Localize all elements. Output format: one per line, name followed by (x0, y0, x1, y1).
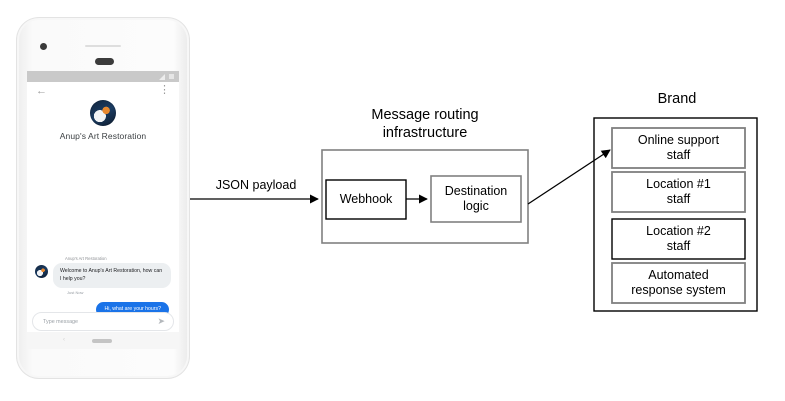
node-destination-logic-box (430, 175, 522, 223)
node-automated-response-label: Automated response system (631, 267, 726, 297)
send-icon[interactable]: ➤ (157, 316, 165, 326)
message-avatar (35, 265, 48, 278)
message-incoming: Anup's Art Restoration Welcome to Anup's… (27, 256, 179, 295)
node-destination-logic-label: Destination logic (444, 183, 508, 213)
front-camera-icon (40, 43, 47, 50)
composer: ➤ (27, 312, 179, 331)
business-name: Anup's Art Restoration (59, 131, 147, 141)
speaker-grille (85, 45, 121, 47)
message-sender-label: Anup's Art Restoration (65, 256, 107, 261)
node-webhook-box (325, 179, 407, 220)
infrastructure-container (321, 149, 529, 244)
nav-home-pill[interactable] (92, 339, 112, 343)
message-input[interactable] (41, 317, 158, 326)
back-arrow-icon[interactable]: ← (36, 85, 47, 97)
brand-title: Brand (657, 91, 697, 107)
node-location-1-staff-box (611, 171, 746, 213)
app-bar: ← ⋮ (27, 82, 179, 98)
brand-container (593, 117, 758, 312)
android-nav-bar: ‹ (27, 332, 179, 349)
node-location-2-staff-box (611, 218, 746, 260)
earpiece-speaker (95, 58, 114, 65)
edge-label-json-payload: JSON payload (215, 178, 297, 192)
overflow-menu-icon[interactable]: ⋮ (159, 84, 170, 96)
message-timestamp: Just Now (67, 289, 84, 295)
message-bubble-incoming: Welcome to Anup's Art Restoration, how c… (53, 263, 171, 288)
message-list: Anup's Art Restoration Welcome to Anup's… (27, 256, 179, 349)
phone-mockup: ← ⋮ Anup's Art Restoration Anup's Art Re… (17, 18, 189, 378)
node-webhook-label: Webhook (339, 191, 393, 206)
signal-icon (159, 74, 165, 80)
node-automated-response-box (611, 262, 746, 304)
battery-icon (169, 74, 174, 79)
infrastructure-title: Message routing infrastructure (371, 107, 479, 142)
phone-screen: ← ⋮ Anup's Art Restoration Anup's Art Re… (27, 71, 179, 349)
node-location-1-staff-label: Location #1 staff (646, 176, 711, 206)
node-location-2-staff-label: Location #2 staff (646, 223, 711, 253)
status-bar (27, 71, 179, 82)
business-avatar (90, 100, 116, 126)
node-online-support-staff-box (611, 127, 746, 169)
nav-back-icon[interactable]: ‹ (63, 337, 65, 343)
edge-infrastructure-to-brand (527, 149, 611, 205)
conversation-header: Anup's Art Restoration (27, 98, 179, 141)
node-online-support-staff-label: Online support staff (637, 132, 720, 162)
